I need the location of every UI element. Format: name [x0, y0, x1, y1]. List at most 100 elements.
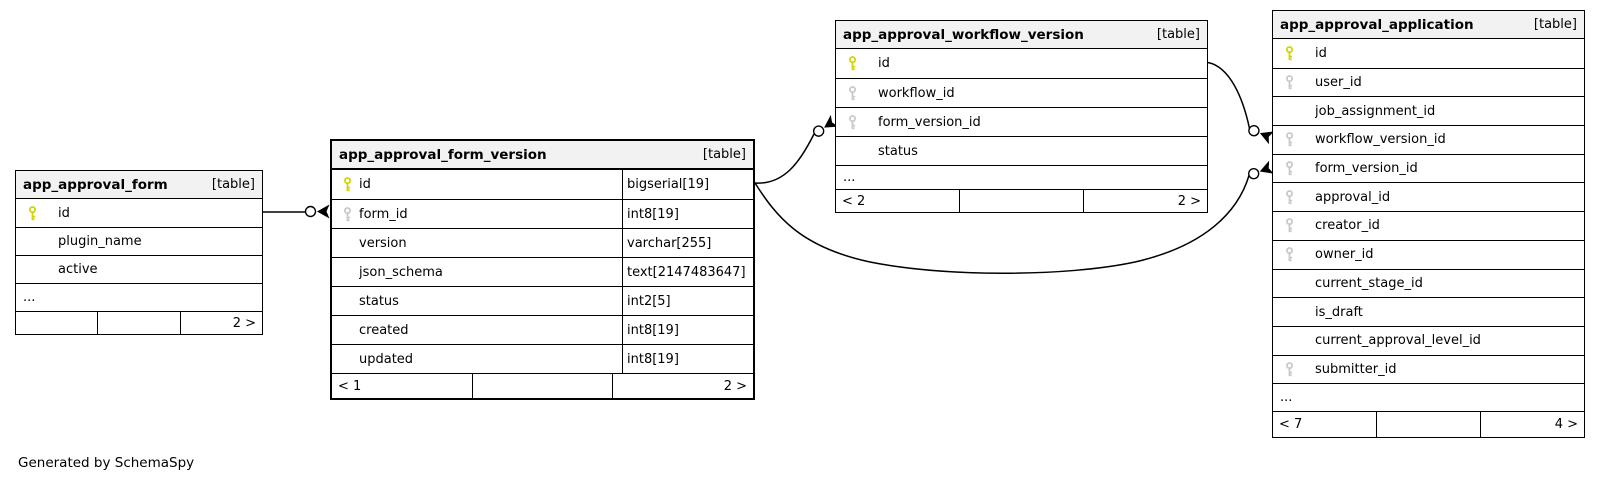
column-name: id — [878, 56, 890, 71]
table-header[interactable]: app_approval_form_version[table] — [332, 141, 753, 170]
table-name[interactable]: app_approval_application — [1280, 16, 1474, 33]
zero-circle-icon — [812, 125, 825, 137]
footer-middle-cell — [97, 312, 179, 334]
zero-circle-icon — [1248, 124, 1260, 137]
column-name: job_assignment_id — [1315, 103, 1436, 119]
column-row-plugin_name: plugin_name — [16, 227, 262, 255]
fk-key-slot — [836, 114, 878, 130]
column-name: status — [359, 293, 399, 309]
column-name: current_approval_level_id — [1315, 333, 1481, 349]
column-type: varchar[255] — [622, 229, 753, 257]
column-name: workflow_version_id — [1315, 132, 1446, 148]
table-app_approval_form_version[interactable]: app_approval_form_version[table]id bigser… — [330, 139, 755, 400]
column-name: owner_id — [1315, 247, 1374, 263]
column-row-form_version_id: form_version_id — [836, 107, 1207, 136]
table-header[interactable]: app_approval_workflow_version [table] — [836, 21, 1207, 49]
pk-key-slot — [16, 205, 58, 221]
crow-foot-icon — [824, 114, 839, 128]
column-row-updated: updated int8[19] — [332, 344, 753, 373]
table-name[interactable]: app_approval_form — [23, 176, 168, 193]
column-row-form_version_id: form_version_id — [1273, 153, 1584, 183]
column-type: bigserial[19] — [622, 170, 753, 199]
column-row-id: id — [836, 49, 1207, 78]
column-type: int8[19] — [622, 345, 753, 373]
column-row-active: active — [16, 255, 262, 283]
pk-key-icon — [344, 177, 351, 192]
column-name: current_stage_id — [1315, 275, 1423, 291]
child-count: 2 > — [179, 312, 262, 334]
zero-circle-icon — [1247, 167, 1260, 180]
column-name: user_id — [1315, 75, 1362, 91]
fk-key-slot — [1273, 362, 1315, 377]
parent-count: < 2 — [842, 193, 866, 209]
table-type-badge: [table] — [211, 177, 255, 192]
fk-key-icon — [1286, 161, 1293, 176]
column-row-creator_id: creator_id — [1273, 211, 1584, 240]
parent-count: < 1 — [338, 378, 362, 394]
schemaspy-credit: Generated by SchemaSpy — [18, 455, 195, 471]
column-row-json_schema: json_schema text[2147483647] — [332, 257, 753, 286]
column-name: plugin_name — [58, 234, 142, 249]
column-row-is_draft: is_draft — [1273, 297, 1584, 326]
pk-key-icon — [1286, 45, 1293, 61]
crow-foot-icon — [1259, 160, 1274, 174]
child-count: 2 > — [1083, 190, 1207, 212]
column-type: int8[19] — [622, 200, 753, 228]
column-name: updated — [359, 351, 414, 367]
more-columns-ellipsis: ... — [1273, 383, 1584, 412]
fk-key-icon — [849, 85, 856, 100]
fk-key-icon — [849, 114, 856, 129]
table-header[interactable]: app_approval_application [table] — [1273, 11, 1584, 39]
footer-middle-cell — [959, 190, 1083, 212]
child-count: 2 > — [612, 374, 753, 398]
column-row-current_approval_level_id: current_approval_level_id — [1273, 325, 1584, 355]
fk-key-icon — [1286, 247, 1293, 262]
fk-key-icon — [1286, 132, 1293, 147]
fk-key-slot — [1273, 218, 1315, 233]
child-count: 4 > — [1480, 412, 1584, 438]
column-row-status: status — [836, 136, 1207, 165]
table-app_approval_workflow_version[interactable]: app_approval_workflow_version [table] id wo… — [835, 20, 1208, 213]
column-name: id — [359, 177, 371, 192]
column-row-user_id: user_id — [1273, 67, 1584, 97]
column-row-job_assignment_id: job_assignment_id — [1273, 96, 1584, 126]
table-name[interactable]: app_approval_form_version — [339, 146, 547, 163]
fk-key-slot — [332, 206, 359, 222]
table-header[interactable]: app_approval_form [table] — [16, 171, 262, 199]
column-row-status: status int2[5] — [332, 286, 753, 315]
zero-circle-icon — [304, 205, 317, 218]
pk-key-slot — [836, 56, 878, 71]
relation-line-app_approval_form_version-to-app_approval_application — [754, 175, 1250, 274]
column-row-workflow_version_id: workflow_version_id — [1273, 125, 1584, 154]
fk-key-icon — [1286, 362, 1293, 377]
column-name: created — [359, 322, 409, 338]
column-row-submitter_id: submitter_id — [1273, 354, 1584, 384]
column-name: active — [58, 262, 98, 277]
column-name: json_schema — [359, 264, 443, 280]
table-name[interactable]: app_approval_workflow_version — [843, 26, 1084, 43]
column-name: workflow_id — [878, 85, 955, 101]
column-row-id: id — [16, 199, 262, 227]
parent-count — [16, 312, 97, 334]
pk-key-icon — [849, 56, 856, 71]
column-type: int8[19] — [622, 316, 753, 344]
pk-key-slot — [332, 177, 359, 192]
crow-foot-icon — [1259, 131, 1275, 145]
column-row-workflow_id: workflow_id — [836, 78, 1207, 107]
column-type: text[2147483647] — [622, 258, 753, 286]
more-columns-ellipsis: ... — [16, 283, 262, 311]
column-name: form_version_id — [878, 114, 981, 130]
table-type-badge: [table] — [1156, 27, 1200, 42]
column-type: int2[5] — [622, 287, 753, 315]
footer-middle-cell — [1376, 412, 1480, 438]
fk-key-slot — [1273, 189, 1315, 205]
fk-key-slot — [1273, 75, 1315, 90]
table-footer: < 2 2 > — [836, 189, 1207, 212]
more-columns-ellipsis: ... — [836, 165, 1207, 189]
crow-foot-icon — [317, 204, 330, 219]
table-type-badge: [table] — [1533, 17, 1577, 32]
